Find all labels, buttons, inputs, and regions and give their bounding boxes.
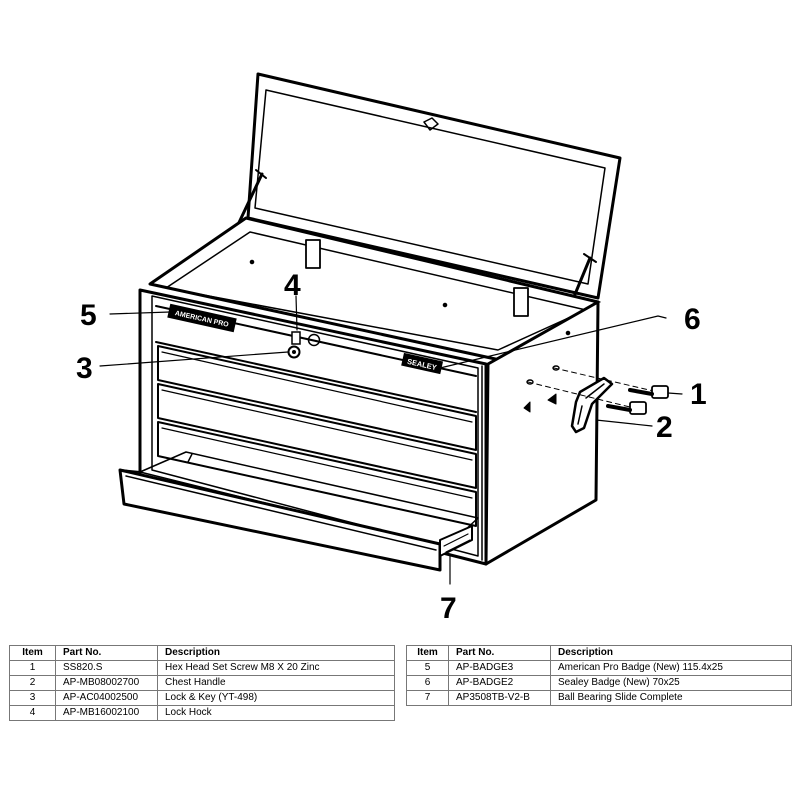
tool-chest-diagram: AMERICAN PRO SEALEY 5 3 4 6 1 2 7 <box>76 72 707 620</box>
cell-item: 3 <box>9 690 56 706</box>
table-row: 7 AP3508TB-V2-B Ball Bearing Slide Compl… <box>406 690 792 706</box>
table-row: 2 AP-MB08002700 Chest Handle <box>9 675 395 691</box>
lock-and-key <box>287 331 301 359</box>
cell-description: Sealey Badge (New) 70x25 <box>550 675 792 691</box>
cell-description: Ball Bearing Slide Complete <box>550 690 792 706</box>
leader-line-1 <box>667 392 683 395</box>
col-header-item: Item <box>406 645 449 661</box>
cell-part-no: AP-BADGE2 <box>448 675 551 691</box>
callout-4: 4 <box>284 269 301 302</box>
col-header-item: Item <box>9 645 56 661</box>
col-header-part-no: Part No. <box>55 645 158 661</box>
leader-line-2 <box>595 419 653 427</box>
cell-part-no: AP-AC04002500 <box>55 690 158 706</box>
cell-item: 4 <box>9 705 56 721</box>
table-header-row: Item Part No. Description <box>9 645 395 661</box>
table-row: 1 SS820.S Hex Head Set Screw M8 X 20 Zin… <box>9 660 395 676</box>
callout-2: 2 <box>656 411 673 444</box>
cell-description: Chest Handle <box>157 675 395 691</box>
callout-5: 5 <box>80 299 97 332</box>
lid-hasp <box>423 117 439 131</box>
callout-6: 6 <box>684 303 701 336</box>
table-row: 4 AP-MB16002100 Lock Hock <box>9 705 395 721</box>
hex-screw <box>628 385 669 399</box>
leader-line-5 <box>109 311 171 315</box>
hex-screw <box>606 401 647 415</box>
parts-table-left: Item Part No. Description 1 SS820.S Hex … <box>9 645 395 721</box>
cell-item: 1 <box>9 660 56 676</box>
leader-line-3 <box>99 351 289 367</box>
col-header-part-no: Part No. <box>448 645 551 661</box>
callout-7: 7 <box>440 592 457 620</box>
leader-line-6 <box>439 315 667 369</box>
table-header-row: Item Part No. Description <box>406 645 792 661</box>
col-header-description: Description <box>550 645 792 661</box>
leader-line-4 <box>295 295 298 331</box>
cell-description: Lock Hock <box>157 705 395 721</box>
drawer-1 <box>157 345 477 451</box>
cell-part-no: AP3508TB-V2-B <box>448 690 551 706</box>
cell-description: Lock & Key (YT-498) <box>157 690 395 706</box>
parts-table-right: Item Part No. Description 5 AP-BADGE3 Am… <box>406 645 792 706</box>
table-row: 5 AP-BADGE3 American Pro Badge (New) 115… <box>406 660 792 676</box>
cell-part-no: AP-MB16002100 <box>55 705 158 721</box>
cell-description: Hex Head Set Screw M8 X 20 Zinc <box>157 660 395 676</box>
drawer-2 <box>157 383 477 489</box>
cell-item: 7 <box>406 690 449 706</box>
open-drawer <box>118 451 479 572</box>
cell-part-no: AP-MB08002700 <box>55 675 158 691</box>
screw-axis <box>527 381 635 409</box>
sealey-badge: SEALEY <box>401 352 444 375</box>
cell-part-no: AP-BADGE3 <box>448 660 551 676</box>
ball-bearing-slide <box>439 525 473 557</box>
col-header-description: Description <box>157 645 395 661</box>
callout-3: 3 <box>76 352 93 385</box>
screw-axis <box>553 367 659 393</box>
cell-item: 2 <box>9 675 56 691</box>
cell-item: 5 <box>406 660 449 676</box>
cell-part-no: SS820.S <box>55 660 158 676</box>
cell-description: American Pro Badge (New) 115.4x25 <box>550 660 792 676</box>
callout-1: 1 <box>690 378 707 411</box>
cell-item: 6 <box>406 675 449 691</box>
tray-divider <box>513 287 529 317</box>
table-row: 3 AP-AC04002500 Lock & Key (YT-498) <box>9 690 395 706</box>
tray-divider <box>305 239 321 269</box>
table-row: 6 AP-BADGE2 Sealey Badge (New) 70x25 <box>406 675 792 691</box>
